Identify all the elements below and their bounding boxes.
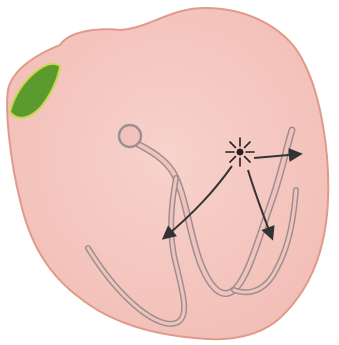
av-node [119, 125, 141, 147]
ectopic-focus-burst-icon [226, 138, 254, 166]
